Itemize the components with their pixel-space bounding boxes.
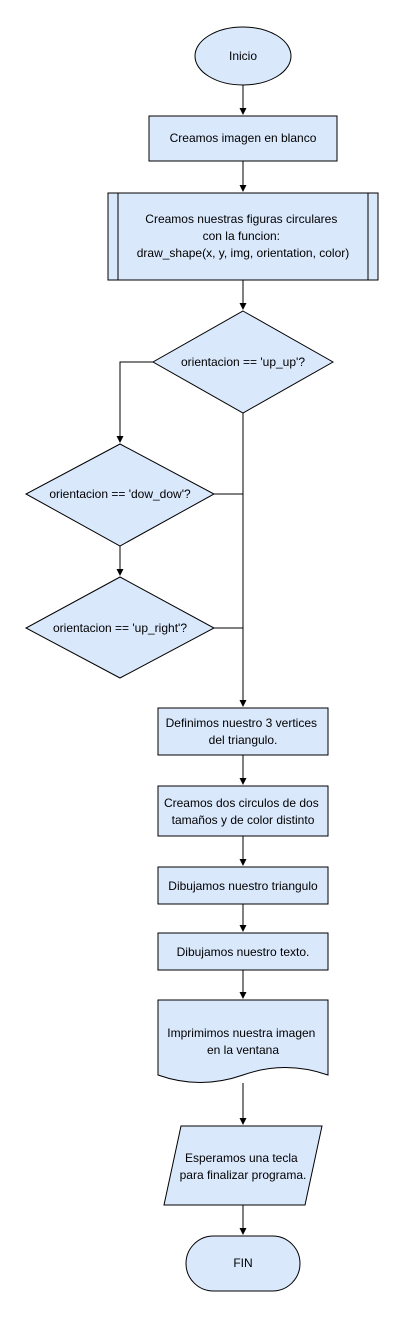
node-cond-up-right[interactable]: orientacion == 'up_right'? <box>24 576 216 679</box>
node-end-line: FIN <box>233 1256 252 1270</box>
node-cond-dow-dow-label: orientacion == 'dow_dow'? <box>49 487 191 501</box>
node-vertices[interactable]: Definimos nuestro 3 vertices del triangu… <box>157 707 329 756</box>
node-vertices-label: Definimos nuestro 3 vertices del triangu… <box>166 716 321 747</box>
node-print-line: en la ventana <box>207 1043 279 1057</box>
node-triangle-label: Dibujamos nuestro triangulo <box>168 879 318 893</box>
edge-vertices-to-circles <box>239 755 247 785</box>
edge-cond-up-up-to-cond-dow-dow <box>116 361 153 443</box>
edge-cond-dow-dow-to-cond-up-right <box>116 546 124 576</box>
node-wait-line: para finalizar programa. <box>180 1168 307 1182</box>
node-circles[interactable]: Creamos dos circulos de dos tamaños y de… <box>157 785 329 837</box>
node-blank-image-line: Creamos imagen en blanco <box>170 131 317 145</box>
node-blank-image[interactable]: Creamos imagen en blanco <box>148 115 338 162</box>
edge-start-to-blank-image <box>239 85 247 115</box>
node-text-label: Dibujamos nuestro texto. <box>177 945 310 959</box>
node-start[interactable]: Inicio <box>194 26 292 86</box>
edge-circles-to-triangle <box>239 836 247 866</box>
node-start-label: Inicio <box>229 49 257 63</box>
node-print-line: Imprimimos nuestra imagen <box>167 1026 315 1040</box>
node-wait[interactable]: Esperamos una tecla para finalizar progr… <box>163 1125 323 1206</box>
node-cond-up-right-line: orientacion == 'up_right'? <box>53 621 187 635</box>
node-print[interactable]: Imprimimos nuestra imagen en la ventana <box>157 999 329 1083</box>
node-triangle-line: Dibujamos nuestro triangulo <box>168 879 318 893</box>
node-cond-up-right-label: orientacion == 'up_right'? <box>53 621 187 635</box>
node-vertices-line: del triangulo. <box>209 733 278 747</box>
node-cond-up-up[interactable]: orientacion == 'up_up'? <box>151 310 335 414</box>
node-vertices-line: Definimos nuestro 3 vertices <box>166 716 317 730</box>
node-end-label: FIN <box>233 1256 252 1270</box>
node-cond-up-up-label: orientacion == 'up_up'? <box>181 355 305 369</box>
node-blank-image-label: Creamos imagen en blanco <box>170 131 317 145</box>
node-draw-shape-line: draw_shape(x, y, img, orientation, color… <box>137 246 350 260</box>
node-start-line: Inicio <box>229 49 257 63</box>
node-cond-dow-dow-line: orientacion == 'dow_dow'? <box>49 487 191 501</box>
edge-text-to-print <box>239 970 247 999</box>
node-circles-label: Creamos dos circulos de dos tamaños y de… <box>164 796 322 827</box>
nodes: Inicio Creamos imagen en blanco Creamos … <box>24 26 379 1292</box>
node-circles-line: Creamos dos circulos de dos <box>164 796 319 810</box>
node-text-line: Dibujamos nuestro texto. <box>177 945 310 959</box>
edge-print-to-wait <box>239 1083 247 1125</box>
edges <box>116 85 247 1235</box>
node-draw-shape-line: Creamos nuestras figuras circulares <box>145 212 337 226</box>
edge-triangle-to-text <box>239 904 247 932</box>
node-wait-line: Esperamos una tecla <box>185 1151 298 1165</box>
node-cond-dow-dow[interactable]: orientacion == 'dow_dow'? <box>24 443 216 547</box>
edge-cond-up-right-to-vertices <box>214 627 244 702</box>
edge-blank-image-to-draw-shape <box>239 161 247 192</box>
node-print-label: Imprimimos nuestra imagen en la ventana <box>167 1026 318 1057</box>
node-text[interactable]: Dibujamos nuestro texto. <box>157 932 329 971</box>
edge-wait-to-end <box>239 1205 247 1235</box>
node-triangle[interactable]: Dibujamos nuestro triangulo <box>157 866 329 905</box>
node-draw-shape-line: con la funcion: <box>203 229 280 243</box>
node-draw-shape[interactable]: Creamos nuestras figuras circulares con … <box>107 192 379 281</box>
node-end[interactable]: FIN <box>185 1235 301 1292</box>
edge-cond-dow-dow-to-vertices <box>214 493 244 702</box>
node-draw-shape-label: Creamos nuestras figuras circulares con … <box>137 212 350 260</box>
node-wait-label: Esperamos una tecla para finalizar progr… <box>180 1151 307 1182</box>
node-cond-up-up-line: orientacion == 'up_up'? <box>181 355 305 369</box>
edge-draw-shape-to-cond-up-up <box>239 280 247 310</box>
node-circles-line: tamaños y de color distinto <box>172 813 315 827</box>
